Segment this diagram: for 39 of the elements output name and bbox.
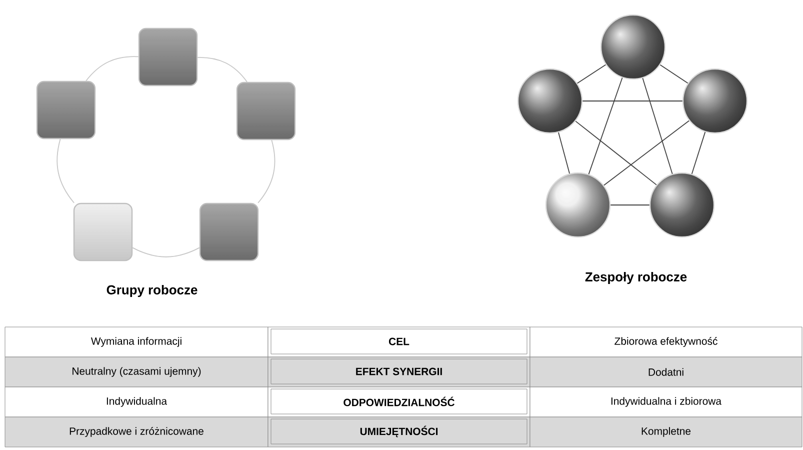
rounded-square — [73, 202, 133, 262]
table-cell: Neutralny (czasami ujemny) — [4, 356, 268, 388]
connector-line — [588, 77, 623, 175]
table-cell: Kompletne — [530, 416, 802, 448]
heading: Grupy robocze — [106, 284, 198, 298]
table-cell: Indywidualna i zbiorowa — [530, 386, 802, 418]
connector-arc — [56, 138, 75, 204]
table-cell: Przypadkowe i zróżnicowane — [4, 416, 268, 448]
table-cell: Dodatni — [530, 356, 802, 388]
sphere — [649, 172, 715, 238]
connector-line — [582, 100, 683, 102]
table-cell: Indywidualna — [4, 386, 268, 418]
rounded-square — [236, 82, 296, 140]
table-cell: CEL — [268, 326, 530, 358]
connector-arc — [86, 56, 139, 82]
connector-line — [691, 132, 706, 174]
connector-line — [660, 64, 688, 84]
sphere — [545, 172, 611, 238]
sphere — [682, 68, 748, 134]
heading: Zespoły robocze — [585, 272, 687, 284]
connector-line — [604, 120, 690, 186]
connector-line — [575, 120, 657, 186]
connector-arc — [132, 247, 200, 258]
connector-line — [576, 64, 606, 84]
table-cell: EFEKT SYNERGII — [268, 356, 530, 388]
rounded-square — [138, 28, 198, 86]
sphere — [517, 68, 583, 134]
connector-line — [558, 132, 570, 174]
rounded-square — [36, 80, 96, 140]
sphere — [600, 14, 666, 80]
table-cell: ODPOWIEDZIALNOŚĆ — [268, 386, 530, 418]
table-cell: Zbiorowa efektywność — [530, 326, 802, 358]
connector-line — [642, 78, 673, 174]
connector-arc — [258, 140, 276, 204]
table-cell: UMIEJĘTNOŚCI — [268, 416, 530, 448]
connector-arc — [197, 56, 248, 82]
connector-line — [610, 204, 650, 206]
rounded-square — [199, 202, 259, 262]
table-cell: Wymiana informacji — [4, 326, 268, 358]
